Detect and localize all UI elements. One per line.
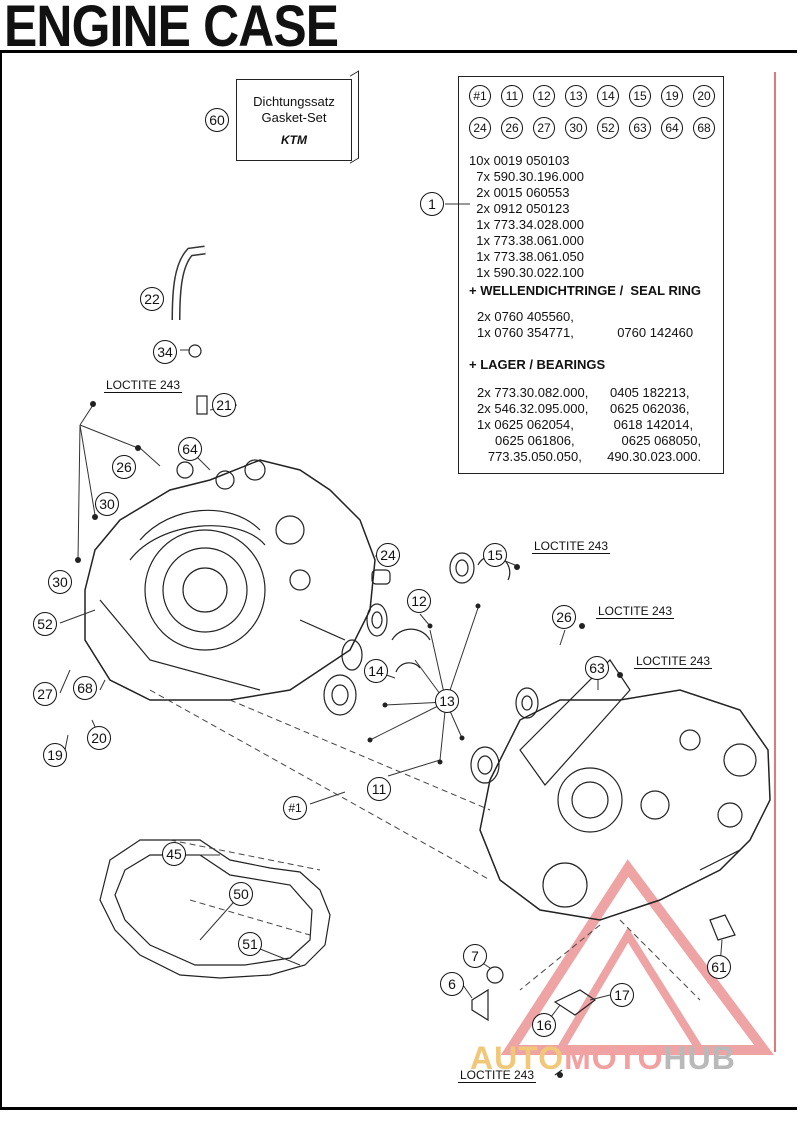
part-list-line: 1x 773.38.061.050 <box>469 249 584 264</box>
callout-68: 68 <box>73 676 97 700</box>
left-case-half <box>84 459 376 701</box>
loctite-label: LOCTITE 243 <box>596 604 675 619</box>
seal-line: 1x 0760 354771, 0760 142460 <box>477 325 694 340</box>
diagram-frame <box>0 50 797 1110</box>
included-part-number: 12 <box>533 85 555 107</box>
callout-50: 50 <box>229 882 253 906</box>
included-part-number: 20 <box>693 85 715 107</box>
included-part-number: 19 <box>661 85 683 107</box>
loctite-label: LOCTITE 243 <box>104 378 183 393</box>
loctite-label: LOCTITE 243 <box>532 539 611 554</box>
right-case-half <box>479 659 771 921</box>
callout-15: 15 <box>483 543 507 567</box>
ktm-logo: KTM <box>281 133 307 147</box>
callout-20: 20 <box>87 726 111 750</box>
callout-63: 63 <box>585 656 609 680</box>
included-part-number: 24 <box>469 117 491 139</box>
callout-51: 51 <box>238 932 262 956</box>
callout-64: 64 <box>178 437 202 461</box>
included-part-number: 64 <box>661 117 683 139</box>
callout-16: 16 <box>532 1013 556 1037</box>
callout-kit-1: #1 <box>283 796 307 820</box>
bearing-line: 2x 546.32.095.000, 0625 062036, <box>477 401 690 416</box>
callout-26: 26 <box>552 605 576 629</box>
callout-14: 14 <box>364 659 388 683</box>
callout-30: 30 <box>48 570 72 594</box>
case-gasket <box>99 839 331 979</box>
callout-1: 1 <box>420 192 444 216</box>
callout-60: 60 <box>205 108 229 132</box>
callout-30: 30 <box>95 492 119 516</box>
callout-6: 6 <box>440 972 464 996</box>
seal-ring-heading: + WELLENDICHTRINGE / SEAL RING <box>469 283 701 298</box>
part-list-line: 10x 0019 050103 <box>469 153 570 168</box>
gasket-set-box: Dichtungssatz Gasket-Set KTM <box>236 79 352 161</box>
loctite-label: LOCTITE 243 <box>634 654 713 669</box>
part-list-line: 1x 773.34.028.000 <box>469 217 584 232</box>
included-part-number: 13 <box>565 85 587 107</box>
included-part-number: 52 <box>597 117 619 139</box>
page-title: ENGINE CASE <box>4 0 339 59</box>
included-part-number: 68 <box>693 117 715 139</box>
callout-13: 13 <box>435 689 459 713</box>
part-list-line: 1x 590.30.022.100 <box>469 265 584 280</box>
callout-19: 19 <box>43 743 67 767</box>
callout-22: 22 <box>140 287 164 311</box>
callout-17: 17 <box>610 983 634 1007</box>
part-list-line: 7x 590.30.196.000 <box>469 169 584 184</box>
watermark-part-auto: AUTO <box>470 1040 565 1076</box>
included-part-number: 26 <box>501 117 523 139</box>
included-part-number: 27 <box>533 117 555 139</box>
loctite-label: LOCTITE 243 <box>458 1068 537 1083</box>
watermark-text: AUTOMOTOHUB <box>470 1040 736 1077</box>
seal-line: 2x 0760 405560, <box>477 309 574 324</box>
page-edge-line <box>774 72 776 1052</box>
included-part-number: 11 <box>501 85 523 107</box>
kit-parts-box: #1 11 12 13 14 15 19 20 24 26 27 30 52 63 64 68 10x 00… <box>458 76 724 474</box>
included-part-number: #1 <box>469 85 491 107</box>
included-part-number: 14 <box>597 85 619 107</box>
callout-52: 52 <box>33 612 57 636</box>
included-part-number: 30 <box>565 117 587 139</box>
gasket-set-label-en: Gasket-Set <box>261 110 327 125</box>
bearing-line: 1x 0625 062054, 0618 142014, <box>477 417 694 432</box>
included-part-number: 63 <box>629 117 651 139</box>
bearing-chain <box>323 552 539 784</box>
callout-21: 21 <box>212 393 236 417</box>
callout-61: 61 <box>707 955 731 979</box>
callout-27: 27 <box>33 682 57 706</box>
callout-45: 45 <box>162 842 186 866</box>
part-list-line: 1x 773.38.061.000 <box>469 233 584 248</box>
watermark-part-hub: HUB <box>663 1040 736 1076</box>
watermark-part-moto: MOTO <box>564 1040 664 1076</box>
callout-26: 26 <box>112 455 136 479</box>
included-part-number: 15 <box>629 85 651 107</box>
bearing-line: 773.35.050.050, 490.30.023.000. <box>477 449 702 464</box>
callout-7: 7 <box>463 944 487 968</box>
part-list-line: 2x 0912 050123 <box>469 201 570 216</box>
callout-24: 24 <box>376 543 400 567</box>
bearing-line: 2x 773.30.082.000, 0405 182213, <box>477 385 690 400</box>
gasket-set-label-de: Dichtungssatz <box>253 94 335 109</box>
watermark-triangle-logo <box>500 859 774 1055</box>
part-list-line: 2x 0015 060553 <box>469 185 570 200</box>
bearing-line: 0625 061806, 0625 068050, <box>477 433 702 448</box>
callout-11: 11 <box>367 777 391 801</box>
bearings-heading: + LAGER / BEARINGS <box>469 357 606 372</box>
callout-34: 34 <box>153 340 177 364</box>
callout-12: 12 <box>407 589 431 613</box>
